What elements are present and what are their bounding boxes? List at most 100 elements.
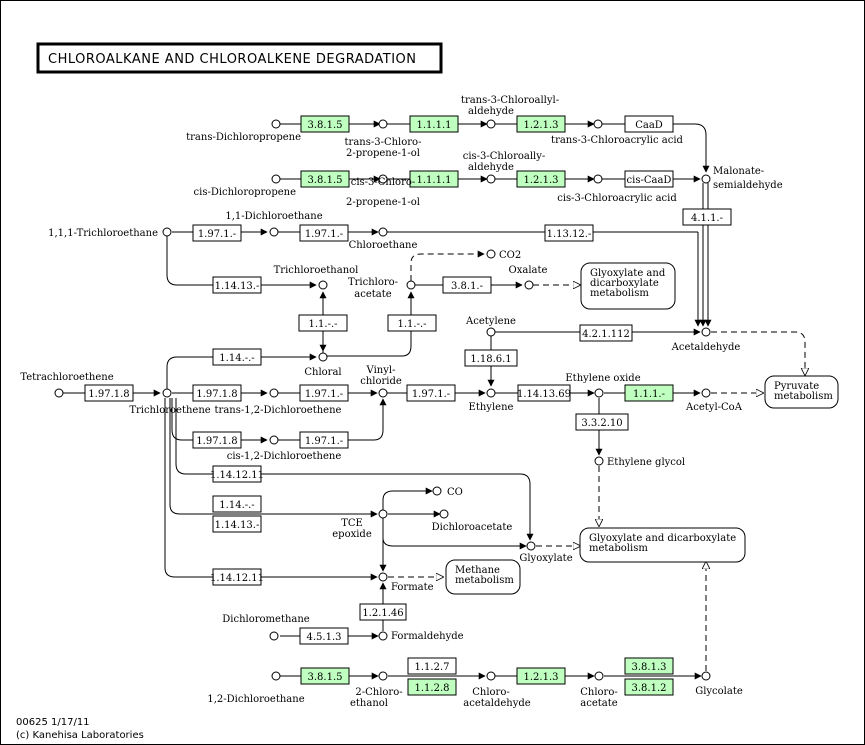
enzyme-e3[interactable]: 1.2.1.3 (516, 115, 566, 133)
compound-label: Oxalate (509, 265, 548, 276)
compound-label: Glycolate (695, 686, 743, 697)
compound-node[interactable] (378, 119, 388, 129)
enzyme-e7[interactable]: 1.2.1.3 (516, 170, 566, 188)
enzyme-e5[interactable]: 3.8.1.5 (300, 170, 350, 188)
compound-label: Dichloroacetate (432, 522, 513, 533)
enzyme-e1[interactable]: 3.8.1.5 (300, 115, 350, 133)
compound-node[interactable] (378, 572, 388, 582)
compound-label: Glyoxylate (519, 553, 572, 564)
enzyme-e4[interactable]: CaaD (624, 115, 674, 133)
compound-node[interactable] (271, 119, 281, 129)
compound-node[interactable] (593, 119, 603, 129)
compound-node[interactable] (378, 509, 388, 519)
compound-node[interactable] (594, 671, 604, 681)
compound-node[interactable] (269, 227, 279, 237)
enzyme-e21[interactable]: 1.97.1.8 (192, 384, 242, 402)
enzyme-e9[interactable]: 1.97.1.- (192, 224, 242, 242)
enzyme-e29[interactable]: 1.14.12.11 (210, 465, 264, 483)
compound-node[interactable] (162, 388, 172, 398)
enzyme-e22[interactable]: 1.97.1.- (299, 384, 349, 402)
enzyme-e39[interactable]: 3.8.1.3 (624, 657, 674, 675)
compound-node[interactable] (526, 541, 536, 551)
compound-node[interactable] (486, 119, 496, 129)
compound-node[interactable] (269, 631, 279, 641)
compound-label: Chloro- (580, 687, 618, 698)
enzyme-label: 3.8.1.5 (308, 120, 343, 131)
compound-node[interactable] (486, 388, 496, 398)
compound-node[interactable] (524, 280, 534, 290)
enzyme-e38[interactable]: 1.2.1.3 (516, 667, 566, 685)
enzyme-e24[interactable]: 1.14.13.69 (517, 384, 571, 402)
enzyme-label: 1.1.1.- (633, 389, 665, 400)
enzyme-e10[interactable]: 1.97.1.- (299, 224, 349, 242)
enzyme-e35[interactable]: 3.8.1.5 (300, 667, 350, 685)
compound-node[interactable] (162, 227, 172, 237)
enzyme-e40[interactable]: 3.8.1.2 (624, 678, 674, 696)
enzyme-e37[interactable]: 1.1.2.8 (407, 678, 457, 696)
copyright: (c) Kanehisa Laboratories (16, 730, 144, 741)
enzyme-e31[interactable]: 1.14.13.- (212, 515, 262, 533)
enzyme-e36[interactable]: 1.1.2.7 (407, 657, 457, 675)
compound-node[interactable] (486, 327, 496, 337)
compound-node[interactable] (593, 174, 603, 184)
compound-node[interactable] (271, 174, 281, 184)
compound-node[interactable] (701, 174, 711, 184)
compound-label: Acetyl-CoA (685, 402, 743, 413)
enzyme-label: 3.8.1.5 (308, 672, 343, 683)
map-label: Methane (455, 565, 500, 576)
enzyme-e34[interactable]: 4.5.1.3 (299, 627, 349, 645)
enzyme-e14[interactable]: 3.8.1.- (442, 276, 492, 294)
compound-node[interactable] (269, 388, 279, 398)
compound-label: 2-propene-1-ol (346, 197, 420, 208)
enzyme-e16[interactable]: 1.1.-.- (387, 314, 437, 332)
enzyme-e2[interactable]: 1.1.1.1 (409, 115, 459, 133)
compound-node[interactable] (486, 174, 496, 184)
enzyme-e17[interactable]: 4.2.1.112 (579, 324, 633, 342)
enzyme-e6[interactable]: 1.1.1.1 (409, 170, 459, 188)
compound-node[interactable] (701, 327, 711, 337)
compound-node[interactable] (269, 435, 279, 445)
compound-node[interactable] (439, 509, 449, 519)
compound-node[interactable] (701, 671, 711, 681)
compound-node[interactable] (486, 249, 496, 259)
compound-node[interactable] (378, 388, 388, 398)
compound-node[interactable] (432, 486, 442, 496)
enzyme-e19[interactable]: 1.18.6.1 (464, 349, 518, 367)
enzyme-e26[interactable]: 1.97.1.8 (192, 431, 242, 449)
enzyme-e33[interactable]: 1.2.1.46 (359, 603, 407, 621)
compound-label: Tetrachloroethene (20, 372, 113, 383)
compound-node[interactable] (318, 280, 328, 290)
page-title: CHLOROALKANE AND CHLOROALKENE DEGRADATIO… (48, 52, 417, 67)
enzyme-e18[interactable]: 1.14.-.- (212, 348, 262, 366)
enzyme-e15[interactable]: 1.1.-.- (298, 314, 348, 332)
compound-node[interactable] (378, 227, 388, 237)
enzyme-e27[interactable]: 1.97.1.- (299, 431, 349, 449)
compound-node[interactable] (54, 388, 64, 398)
compound-node[interactable] (701, 388, 711, 398)
enzyme-e13[interactable]: 1.14.13.- (212, 276, 262, 294)
compound-label: Dichloromethane (222, 614, 310, 625)
compound-node[interactable] (378, 174, 388, 184)
compound-node[interactable] (594, 456, 604, 466)
enzyme-label: 1.97.1.8 (196, 389, 237, 400)
compound-node[interactable] (594, 388, 604, 398)
compound-node[interactable] (378, 631, 388, 641)
enzyme-e20[interactable]: 1.97.1.8 (84, 384, 134, 402)
enzyme-e32[interactable]: 1.14.12.11 (210, 568, 264, 586)
enzyme-e8[interactable]: cis-CaaD (624, 170, 674, 188)
enzyme-e25[interactable]: 1.1.1.- (624, 384, 674, 402)
compound-node[interactable] (271, 671, 281, 681)
enzyme-e28[interactable]: 3.3.2.10 (575, 413, 629, 431)
enzyme-e11[interactable]: 1.13.12.- (544, 224, 594, 242)
compound-node[interactable] (378, 671, 388, 681)
enzyme-e12[interactable]: 4.1.1.- (682, 208, 732, 226)
compound-node[interactable] (486, 671, 496, 681)
enzyme-e30[interactable]: 1.14.-.- (212, 495, 262, 513)
compound-node[interactable] (318, 352, 328, 362)
enzyme-e23[interactable]: 1.97.1.- (406, 384, 456, 402)
compound-node[interactable] (406, 280, 416, 290)
